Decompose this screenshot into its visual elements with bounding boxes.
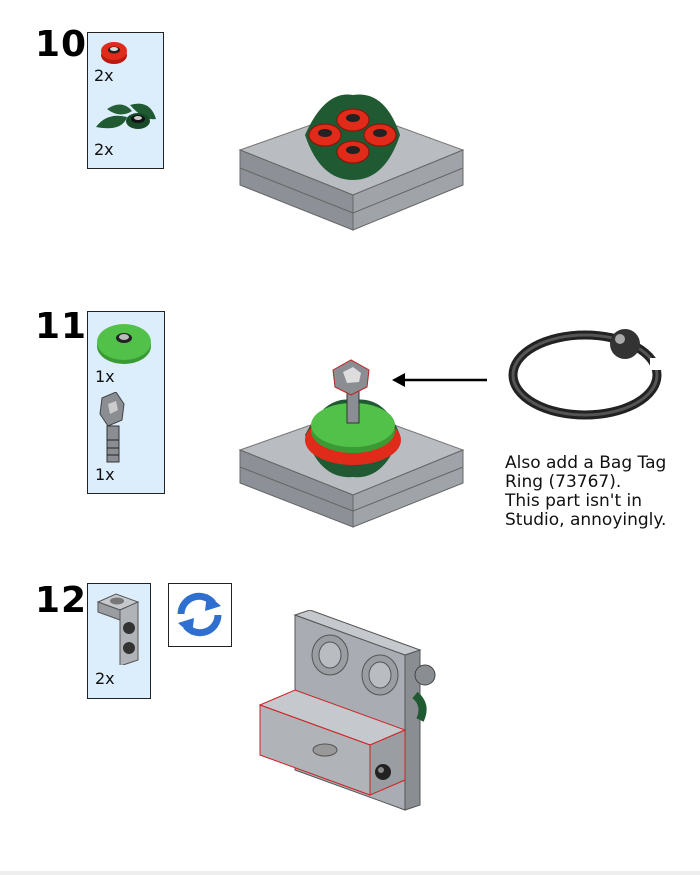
note-line: This part isn't in — [505, 491, 643, 511]
note-line: Studio, annoyingly. — [505, 510, 667, 530]
rotate-arrows-icon — [177, 592, 222, 637]
note-line: Also add a Bag Tag — [505, 453, 667, 473]
quantity-label: 1x — [95, 465, 115, 484]
quantity-label: 2x — [94, 66, 114, 85]
bag-tag-ring-icon — [508, 329, 664, 420]
quantity-label: 2x — [95, 669, 115, 688]
page-bottom-border — [0, 871, 700, 875]
note-line: Ring (73767). — [505, 472, 622, 492]
assembly-model-step-12 — [258, 610, 436, 811]
step-number-10: 10 — [35, 24, 88, 65]
gray-ring-bar-icon — [99, 392, 125, 463]
leaves-plant-icon — [96, 103, 156, 129]
parts-list-step-12: 2x — [87, 583, 151, 699]
parts-list-step-10: 2x 2x — [87, 32, 164, 169]
assembly-model-step-10 — [238, 94, 465, 231]
step-number-12: 12 — [35, 580, 88, 621]
step-number-11: 11 — [35, 306, 88, 347]
red-round-plate-icon — [101, 42, 127, 64]
rotate-model-indicator — [168, 583, 232, 647]
green-round-tile-icon — [97, 324, 151, 364]
arrow-left-icon — [392, 373, 487, 387]
quantity-label: 2x — [94, 140, 114, 159]
bag-tag-ring-note: Also add a Bag Tag Ring (73767). This pa… — [505, 454, 695, 530]
quantity-label: 1x — [95, 367, 115, 386]
gray-bracket-icon — [96, 593, 140, 665]
assembly-model-step-11 — [238, 359, 465, 528]
parts-list-step-11: 1x 1x — [87, 311, 165, 494]
